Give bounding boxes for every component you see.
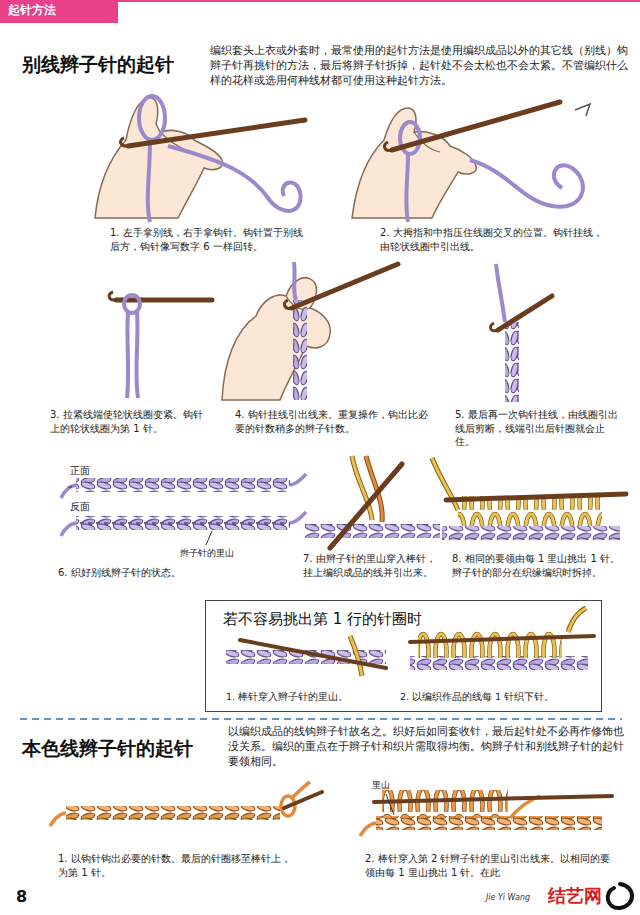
header-tab: 起针方法 (0, 0, 118, 23)
part-label: 里山 (372, 779, 390, 791)
page-number: 8 (16, 886, 27, 908)
section-heading: 本色线辫子针的起针 (22, 736, 193, 762)
step-caption: 6. 织好别线辫子针的状态。 (58, 566, 293, 580)
step-caption: 3. 拉紧线端使轮状线圈变紧。钩针上的轮状线圈为第 1 针。 (50, 408, 205, 435)
step-caption: 1. 以钩针钩出必要的针数。最后的针圈移至棒针上，为第 1 针。 (58, 852, 298, 879)
watermark: 结艺网 (548, 884, 602, 908)
watermark: Jie Yi Wang (486, 893, 530, 904)
step-caption: 4. 钩针挂线引出线来。重复操作，钩出比必要的针数稍多的辫子针数。 (235, 408, 430, 435)
section-heading: 别线辫子针的起针 (22, 52, 174, 78)
step-caption: 7. 由辫子针的里山穿入棒针，挂上编织成品的线并引出来。 (303, 552, 445, 579)
step-caption: 5. 最后再一次钩针挂线，由线圈引出线后剪断，线端引出后针圈就会止住。 (455, 408, 620, 449)
step-caption: 8. 相同的要领由每 1 里山挑出 1 针。辫子针的部分在织缘编织时拆掉。 (452, 552, 630, 579)
intro-text: 以编织成品的线钩辫子针故名之。织好后如同套收针，最后起针处不必再作修饰也没关系。… (228, 725, 628, 770)
side-label: 反面 (70, 500, 90, 514)
part-label: 辫子针的里山 (180, 547, 234, 559)
side-label: 正面 (70, 464, 90, 478)
box-title: 若不容易挑出第 1 行的针圈时 (223, 609, 422, 629)
tab-title: 起针方法 (8, 2, 56, 18)
step-caption: 2. 大拇指和中指压住线圈交叉的位置。钩针挂线，由轮状线圈中引出线。 (380, 226, 610, 253)
tip-box: 若不容易挑出第 1 行的针圈时 1. 棒针穿入辫子针的里山。2. 以编织作品的线每… (205, 600, 602, 712)
step-caption: 1. 棒针穿入辫子针的里山。 (226, 691, 398, 704)
step-caption: 2. 棒针穿入第 2 针辫子针的里山引出线来。以相同的要领由每 1 里山挑出 1… (365, 852, 617, 879)
step-caption: 2. 以编织作品的线每 1 针织下针。 (400, 691, 596, 704)
step-caption: 1. 左手拿别线，右手拿钩针。钩针置于别线后方，钩针像写数字 6 一样回转。 (110, 226, 305, 253)
intro-text: 编织套头上衣或外套时，最常使用的起针方法是使用编织成品以外的其它线（别线）钩辫子… (210, 44, 630, 89)
